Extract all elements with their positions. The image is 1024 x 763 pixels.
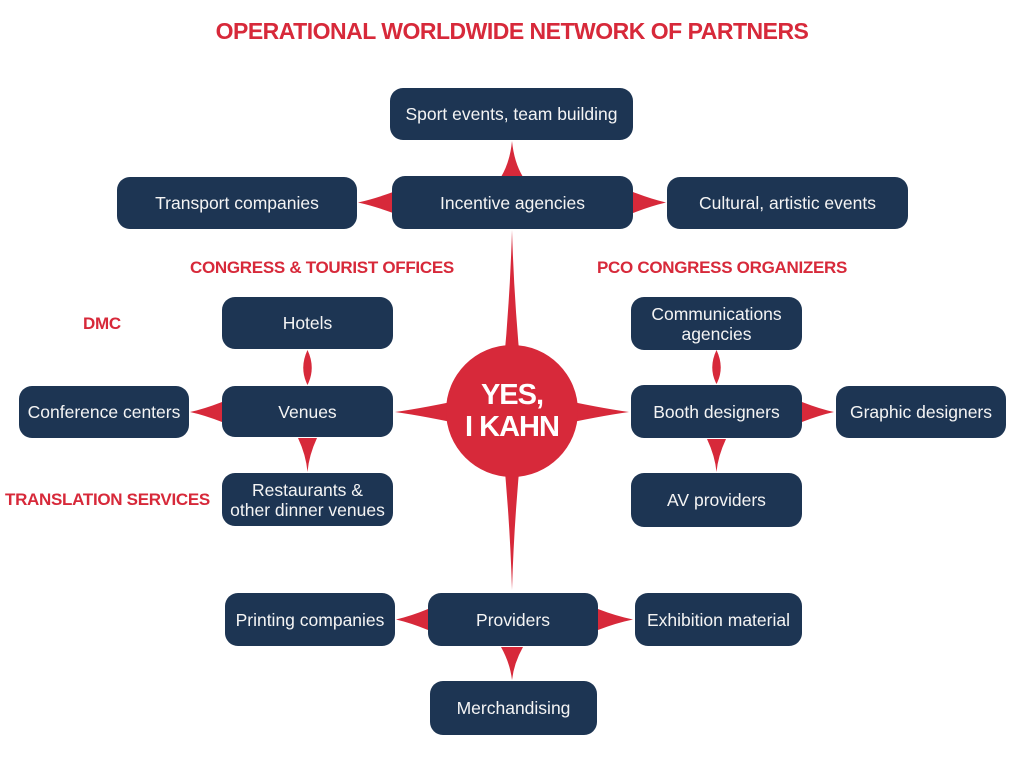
diagram-title: OPERATIONAL WORLDWIDE NETWORK OF PARTNER… [215, 18, 809, 44]
dart-providers-to-merchandising [501, 647, 523, 680]
label-translation-services: TRANSLATION SERVICES [5, 490, 210, 509]
node-transport-companies-label: Transport companies [155, 193, 319, 213]
node-hotels-label: Hotels [282, 313, 333, 333]
node-merchandising-label: Merchandising [456, 698, 571, 718]
spike-hub-to-providers [503, 450, 521, 590]
node-sport-events: Sport events, team building [390, 88, 633, 140]
dart-booth-to-graphic [802, 402, 834, 422]
node-graphic-designers: Graphic designers [836, 386, 1006, 438]
node-cultural-artistic-events-label: Cultural, artistic events [698, 193, 876, 213]
label-dmc: DMC [83, 314, 121, 333]
node-graphic-designers-label: Graphic designers [849, 402, 993, 422]
node-booth-designers: Booth designers [631, 385, 802, 438]
node-communications-agencies: Communications agencies [631, 297, 802, 350]
label-congress-tourist-offices: CONGRESS & TOURIST OFFICES [190, 258, 454, 277]
dart-incentive-to-cultural [633, 192, 666, 213]
hub-line2: I KAHN [465, 411, 560, 443]
node-communications-agencies-label: Communications agencies [651, 303, 782, 344]
node-venues: Venues [222, 386, 393, 437]
dart-booth-communications-double [712, 350, 721, 384]
node-incentive-agencies-label: Incentive agencies [440, 192, 585, 213]
node-merchandising: Merchandising [430, 681, 597, 735]
dart-providers-to-exhibition [598, 609, 633, 630]
node-av-providers-label: AV providers [667, 490, 766, 510]
hub-yes-i-kahn: YES, I KAHN [446, 345, 578, 477]
dart-incentive-to-sport [501, 141, 523, 177]
node-providers-label: Providers [476, 609, 550, 630]
dart-booth-to-av [707, 439, 726, 472]
node-booth-designers-label: Booth designers [653, 401, 780, 422]
node-exhibition-material-label: Exhibition material [647, 609, 790, 630]
node-incentive-agencies: Incentive agencies [392, 176, 633, 229]
dart-venues-to-restaurants [298, 438, 317, 472]
dart-venues-to-conference [190, 402, 222, 422]
dart-incentive-to-transport [358, 192, 393, 213]
node-cultural-artistic-events: Cultural, artistic events [667, 177, 908, 229]
dart-venues-hotels-double [303, 350, 312, 385]
node-venues-label: Venues [278, 401, 337, 422]
spike-hub-to-incentive [503, 230, 521, 372]
node-printing-companies-label: Printing companies [235, 609, 385, 630]
node-sport-events-label: Sport events, team building [405, 104, 618, 124]
hub-line1: YES, [480, 379, 544, 411]
node-av-providers: AV providers [631, 473, 802, 527]
node-restaurants-dinner-venues-label: Restaurants & other dinner venues [230, 479, 385, 520]
node-transport-companies: Transport companies [117, 177, 357, 229]
node-conference-centers: Conference centers [19, 386, 189, 438]
dart-providers-to-printing [396, 609, 428, 630]
node-hotels: Hotels [222, 297, 393, 349]
node-exhibition-material: Exhibition material [635, 593, 802, 646]
node-providers: Providers [428, 593, 598, 646]
node-printing-companies: Printing companies [225, 593, 395, 646]
label-pco-congress-organizers: PCO CONGRESS ORGANIZERS [597, 258, 848, 277]
node-conference-centers-label: Conference centers [27, 402, 181, 422]
node-restaurants-dinner-venues: Restaurants & other dinner venues [222, 473, 393, 526]
